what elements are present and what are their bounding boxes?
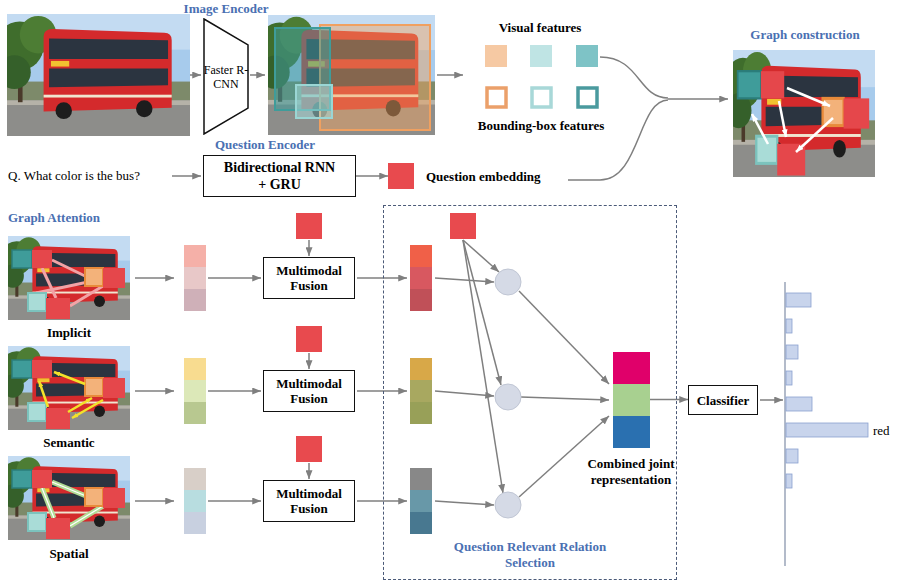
caption-label: red bbox=[873, 423, 890, 438]
relation-gates bbox=[495, 269, 521, 518]
caption-label: Q. What color is the bus? bbox=[8, 168, 140, 183]
bbox-feature-squares bbox=[487, 88, 597, 107]
caption-label: Visual features bbox=[499, 20, 582, 35]
spatial-graph bbox=[1, 456, 130, 540]
caption-label: Implicit bbox=[47, 325, 91, 340]
node-text: Multimodal Fusion bbox=[268, 376, 350, 406]
caption-label: Spatial bbox=[49, 546, 88, 561]
caption-label: Semantic bbox=[43, 435, 94, 450]
section-heading: Graph Attention bbox=[8, 210, 100, 225]
encoder-trapezoid: Faster R-CNN bbox=[203, 18, 249, 135]
flow-arrows bbox=[135, 57, 783, 505]
answer-histogram bbox=[785, 282, 868, 566]
node-text: Multimodal Fusion bbox=[268, 486, 350, 516]
vector-segment bbox=[613, 416, 650, 448]
process-box: Classifier bbox=[688, 385, 758, 415]
fused-vectors bbox=[410, 245, 432, 534]
process-box: Multimodal Fusion bbox=[263, 370, 355, 412]
flow-arrow bbox=[356, 175, 388, 177]
node-text: Question embedding bbox=[426, 169, 541, 184]
attention-vectors bbox=[184, 245, 206, 534]
process-box: Multimodal Fusion bbox=[263, 257, 355, 299]
section-heading: Question Encoder bbox=[215, 137, 315, 152]
question-embedding-copies bbox=[296, 213, 476, 462]
flow-arrow bbox=[650, 399, 689, 401]
node-text: Classifier bbox=[697, 393, 750, 408]
process-box: Multimodal Fusion bbox=[263, 480, 355, 522]
embedding-square: Question embedding bbox=[388, 163, 414, 189]
semantic-graph bbox=[1, 346, 130, 430]
node-text: Multimodal Fusion bbox=[268, 263, 350, 293]
node-text: Question Relevant Relation Selection bbox=[445, 539, 615, 571]
caption-label: Bounding-box features bbox=[478, 118, 605, 133]
trapezoid-shape bbox=[204, 19, 248, 134]
section-heading: Image Encoder bbox=[184, 1, 269, 16]
section-heading: Graph construction bbox=[750, 27, 859, 42]
feature-photo bbox=[258, 15, 435, 135]
input-photo bbox=[0, 14, 190, 136]
dashed-region: Question Relevant Relation Selection Comb… bbox=[383, 205, 677, 580]
node-text: Bidirectional RNN + GRU bbox=[221, 159, 338, 193]
joint-vector: Combined joint representation bbox=[613, 352, 650, 448]
visual-feature-squares bbox=[485, 45, 598, 67]
implicit-graph bbox=[1, 236, 130, 320]
node-text: Faster R-CNN bbox=[203, 63, 249, 91]
process-box: Bidirectional RNN + GRU bbox=[203, 155, 356, 197]
constructed-graph bbox=[724, 50, 875, 177]
vector-segment bbox=[613, 352, 650, 384]
vector-segment bbox=[613, 384, 650, 416]
